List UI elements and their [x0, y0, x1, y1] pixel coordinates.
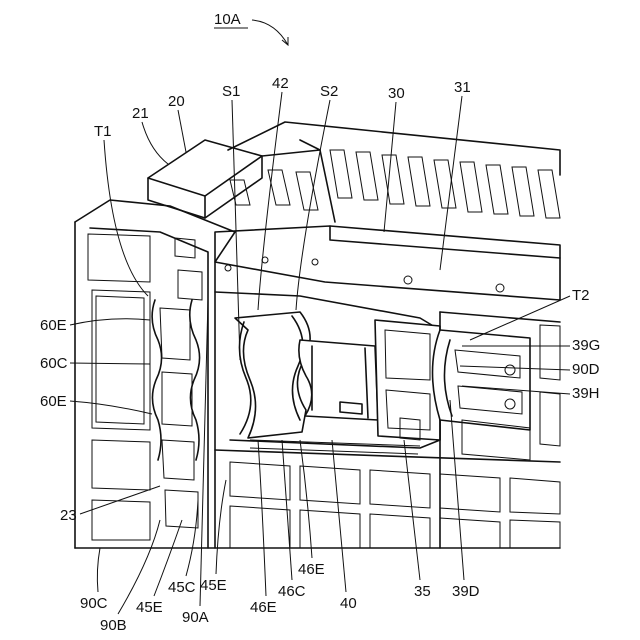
- label-40: 40: [340, 595, 357, 612]
- leader-60E-upper: [70, 319, 150, 325]
- leader-21: [142, 122, 168, 164]
- leader-30: [384, 102, 396, 232]
- leader-60E-lower: [70, 401, 152, 414]
- label-21: 21: [132, 105, 149, 122]
- label-30: 30: [388, 85, 405, 102]
- leader-45E-right: [216, 480, 226, 574]
- label-90D: 90D: [572, 361, 600, 378]
- label-46C: 46C: [278, 583, 306, 600]
- leader-T1: [104, 140, 148, 296]
- label-S2: S2: [320, 83, 338, 100]
- title-arrow: [252, 20, 288, 45]
- center-mechanism: [215, 292, 440, 454]
- leader-46E-left: [258, 440, 266, 596]
- label-90B: 90B: [100, 617, 127, 634]
- leader-90A: [200, 300, 208, 606]
- leader-40: [332, 440, 346, 592]
- label-20: 20: [168, 93, 185, 110]
- label-23: 23: [60, 507, 77, 524]
- label-39G: 39G: [572, 337, 600, 354]
- upper-frame: [148, 122, 560, 300]
- leader-45C: [186, 500, 198, 576]
- label-39H: 39H: [572, 385, 600, 402]
- label-S1: S1: [222, 83, 240, 100]
- label-31: 31: [454, 79, 471, 96]
- label-60E-lower: 60E: [40, 393, 67, 410]
- label-35: 35: [414, 583, 431, 600]
- label-42: 42: [272, 75, 289, 92]
- label-90C: 90C: [80, 595, 108, 612]
- leader-60C: [70, 363, 150, 364]
- label-46E-right: 46E: [298, 561, 325, 578]
- left-frame: [75, 200, 235, 548]
- leader-35: [404, 440, 420, 580]
- lower-grid: [75, 450, 560, 548]
- leader-90C: [97, 548, 100, 592]
- label-45C: 45C: [168, 579, 196, 596]
- label-45E-right: 45E: [200, 577, 227, 594]
- label-45E-left: 45E: [136, 599, 163, 616]
- label-60E-upper: 60E: [40, 317, 67, 334]
- figure-title: 10A: [214, 11, 241, 28]
- leader-42: [258, 92, 282, 310]
- label-46E-left: 46E: [250, 599, 277, 616]
- label-T2: T2: [572, 287, 590, 304]
- label-T1: T1: [94, 123, 112, 140]
- label-60C: 60C: [40, 355, 68, 372]
- leader-46E-right: [300, 440, 312, 558]
- label-39D: 39D: [452, 583, 480, 600]
- right-frame: [433, 312, 561, 548]
- leader-T2: [470, 296, 570, 340]
- label-90A: 90A: [182, 609, 209, 626]
- leader-20: [178, 110, 186, 152]
